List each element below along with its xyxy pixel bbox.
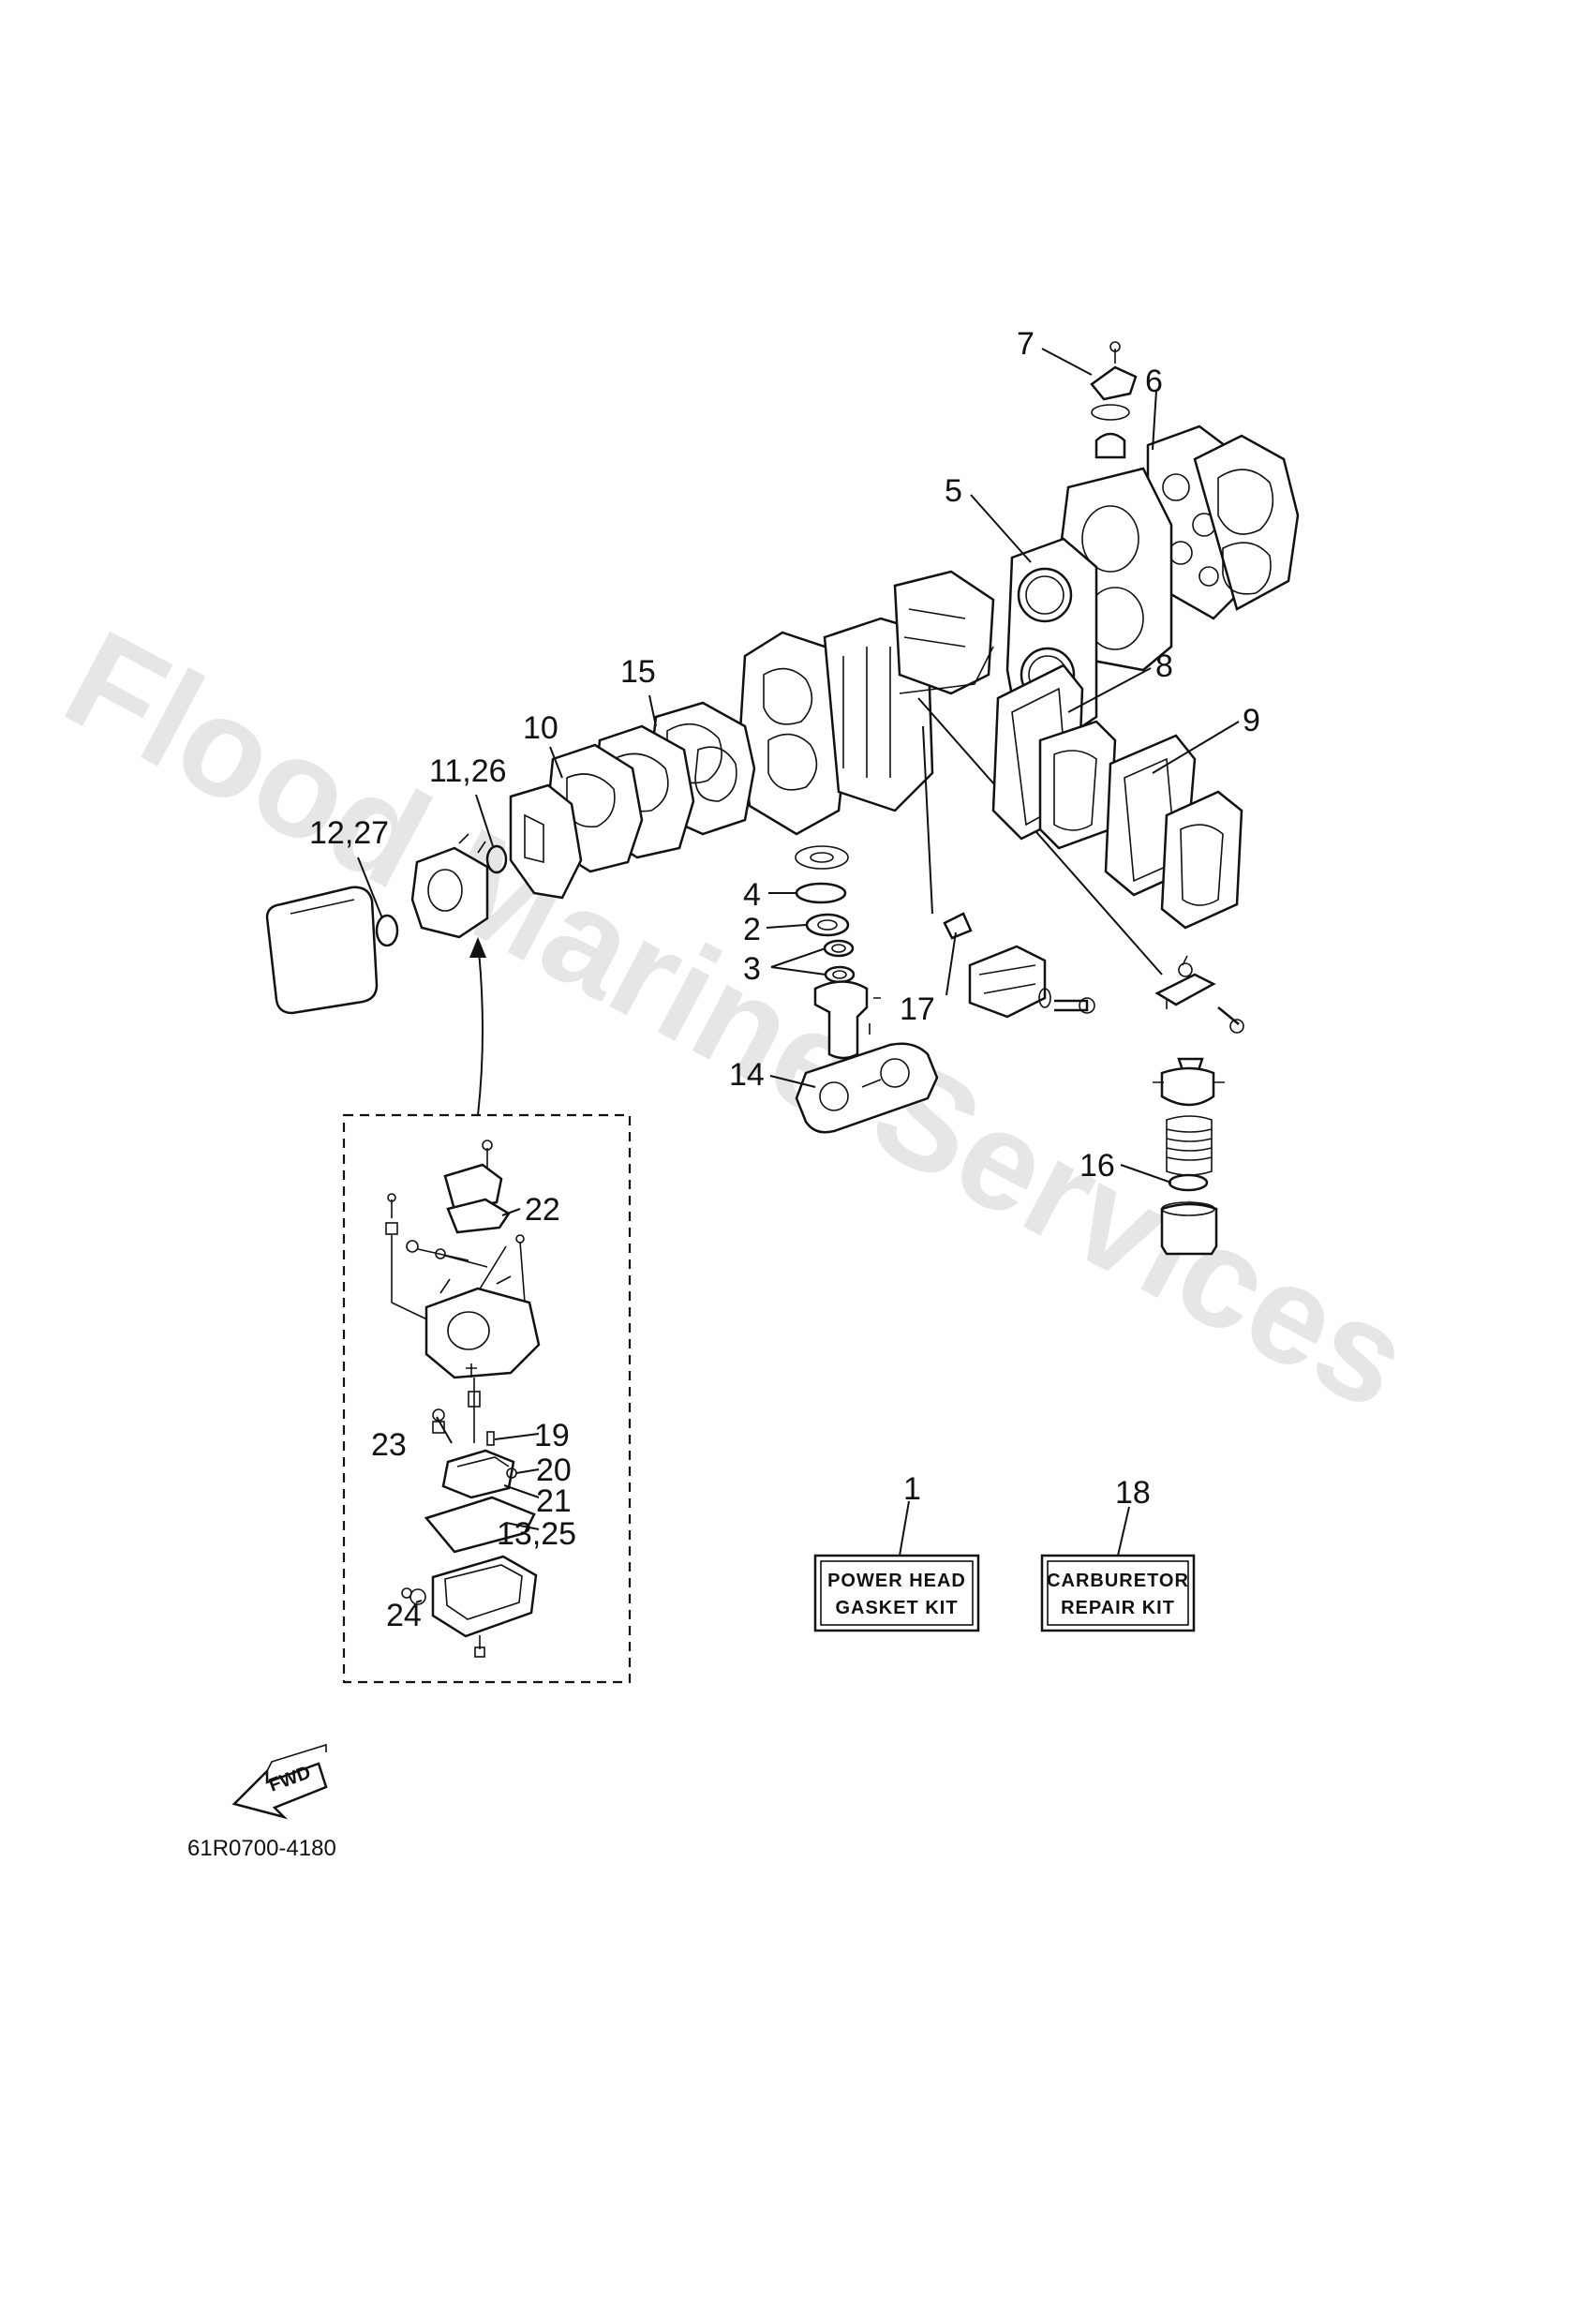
callout-23: 23 <box>371 1427 407 1463</box>
callout-13-25: 13,25 <box>497 1516 576 1552</box>
callout-8: 8 <box>1155 648 1173 684</box>
callout-9: 9 <box>1243 703 1260 738</box>
callout-19: 19 <box>534 1418 570 1453</box>
fwd-arrow-icon: FWD <box>231 1743 328 1820</box>
kit-1-line2: GASKET KIT <box>835 1598 958 1618</box>
kit-1-line1: POWER HEAD <box>827 1571 966 1591</box>
arrow-up <box>477 941 484 1116</box>
callout-3: 3 <box>743 951 761 987</box>
callout-15: 15 <box>620 654 656 690</box>
callout-21: 21 <box>536 1483 572 1519</box>
callout-5: 5 <box>945 473 962 509</box>
callout-24: 24 <box>386 1598 422 1633</box>
callout-12-27: 12,27 <box>309 815 389 851</box>
kit-power-head: POWER HEAD GASKET KIT <box>813 1500 980 1632</box>
lower-seals <box>795 845 881 1060</box>
intake-silencer <box>265 886 379 1015</box>
kit-18-line1: CARBURETOR <box>1047 1571 1189 1591</box>
leader-bracket <box>917 697 1163 976</box>
exhaust-gaskets <box>991 663 1243 930</box>
callout-22: 22 <box>525 1192 560 1228</box>
callout-1: 1 <box>903 1471 921 1507</box>
callout-16: 16 <box>1079 1148 1115 1184</box>
oring-11-26 <box>485 844 508 874</box>
callout-6: 6 <box>1145 364 1163 399</box>
intake-gaskets <box>509 701 756 900</box>
fuel-pump <box>922 725 1095 1019</box>
callout-14: 14 <box>729 1057 765 1093</box>
carburetor-exploded <box>385 1140 541 1658</box>
callout-10: 10 <box>523 710 558 746</box>
callout-7: 7 <box>1017 326 1035 362</box>
callout-20: 20 <box>536 1452 572 1488</box>
callout-4: 4 <box>743 877 761 913</box>
carburetor-assembly-small <box>410 833 489 939</box>
cylinder-head-group <box>1005 341 1300 737</box>
callout-18: 18 <box>1115 1475 1151 1511</box>
oring-12-27 <box>375 914 399 947</box>
arrowhead <box>469 937 486 958</box>
callout-2: 2 <box>743 912 761 947</box>
carburetor-detail-box <box>342 1113 632 1684</box>
thermostat-cover <box>1090 341 1138 459</box>
crankcase-block <box>738 570 995 836</box>
diagram-code: 61R0700-4180 <box>187 1836 336 1861</box>
callout-11-26: 11,26 <box>429 753 507 789</box>
leader-lines <box>357 348 1240 1603</box>
callout-numbers: 7 6 5 8 9 15 10 11,26 12,27 4 2 3 17 14 … <box>309 326 1260 1633</box>
callout-17: 17 <box>900 991 935 1027</box>
kit-carburetor: CARBURETOR REPAIR KIT <box>1040 1506 1196 1632</box>
base-gasket <box>795 1042 939 1134</box>
kit-18-line2: REPAIR KIT <box>1061 1598 1175 1618</box>
